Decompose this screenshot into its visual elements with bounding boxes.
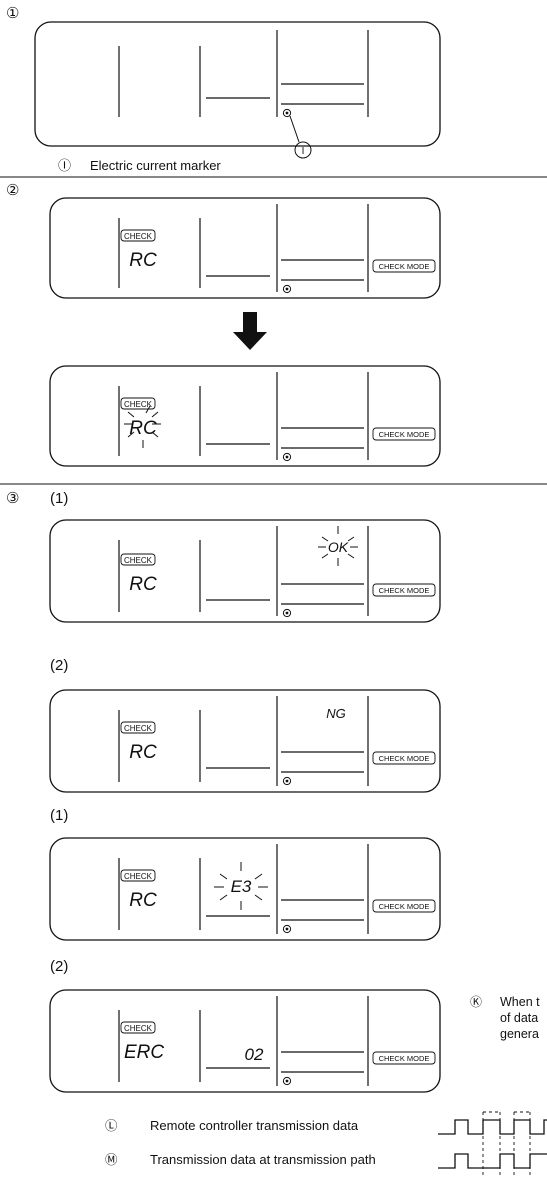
lcd-code-rc: RC bbox=[129, 742, 157, 763]
transition-arrow-icon bbox=[233, 312, 267, 350]
callout-label-electric-current: Electric current marker bbox=[90, 158, 221, 173]
check-mode-badge bbox=[372, 1051, 436, 1065]
svg-text:I: I bbox=[302, 146, 305, 157]
lcd-panel-result-ok: CHECK RC OK CHECK MODE bbox=[49, 519, 441, 623]
lcd-code-rc: RC bbox=[129, 890, 157, 911]
lcd-code-rc: RC bbox=[129, 418, 157, 439]
legend-l-label: Remote controller transmission data bbox=[150, 1118, 359, 1133]
check-mode-badge bbox=[372, 583, 436, 597]
current-marker-icon bbox=[282, 452, 292, 462]
note-k-symbol: Ⓚ bbox=[470, 995, 482, 1009]
note-k-line-1: When t bbox=[500, 995, 540, 1009]
lcd-code-rc: RC bbox=[129, 574, 157, 595]
check-badge bbox=[120, 1021, 156, 1034]
lcd-panel-error-e3: CHECK RC E3 CHECK MODE bbox=[49, 837, 441, 941]
waveform-guides bbox=[482, 1111, 531, 1176]
check-badge bbox=[120, 553, 156, 566]
step-label-1b: (1) bbox=[50, 807, 68, 824]
svg-text:CHECK: CHECK bbox=[124, 556, 153, 565]
lcd-error-e3: E3 bbox=[231, 877, 252, 896]
check-badge bbox=[120, 721, 156, 734]
svg-text:CHECK MODE: CHECK MODE bbox=[379, 430, 430, 439]
svg-text:CHECK: CHECK bbox=[124, 232, 153, 241]
check-mode-badge bbox=[372, 751, 436, 765]
check-badge bbox=[120, 397, 156, 410]
step-label-2: (2) bbox=[50, 657, 68, 674]
svg-text:CHECK: CHECK bbox=[124, 872, 153, 881]
legend-m-symbol: Ⓜ bbox=[105, 1153, 118, 1167]
legend-m-label: Transmission data at transmission path bbox=[150, 1152, 376, 1167]
current-marker-callout: I bbox=[289, 115, 312, 159]
lcd-panel-result-ng: CHECK RC NG CHECK MODE bbox=[49, 689, 441, 793]
check-badge bbox=[120, 869, 156, 882]
current-marker-icon bbox=[282, 924, 292, 934]
svg-text:CHECK MODE: CHECK MODE bbox=[379, 262, 430, 271]
lcd-panel-check-rc: CHECK RC CHECK MODE bbox=[49, 197, 441, 299]
lcd-panel-blank bbox=[34, 21, 441, 147]
section-1-marker: ① bbox=[6, 5, 19, 22]
check-mode-badge bbox=[372, 259, 436, 273]
current-marker-icon bbox=[282, 1076, 292, 1086]
svg-text:CHECK MODE: CHECK MODE bbox=[379, 902, 430, 911]
current-marker-icon bbox=[282, 776, 292, 786]
blink-rays-icon bbox=[214, 862, 268, 910]
lcd-panel-check-rc-blinking: CHECK RC CHECK MODE bbox=[49, 365, 441, 467]
waveform-remote-transmission bbox=[438, 1119, 547, 1135]
check-badge bbox=[120, 229, 156, 242]
blink-rays-icon bbox=[124, 405, 161, 448]
svg-text:CHECK: CHECK bbox=[124, 400, 153, 409]
check-mode-badge bbox=[372, 427, 436, 441]
svg-text:CHECK MODE: CHECK MODE bbox=[379, 754, 430, 763]
note-k-line-2: of data bbox=[500, 1011, 538, 1025]
svg-text:CHECK MODE: CHECK MODE bbox=[379, 586, 430, 595]
lcd-error-count: 02 bbox=[245, 1045, 264, 1064]
blink-rays-icon bbox=[318, 526, 358, 566]
section-3-marker: ③ bbox=[6, 490, 19, 507]
check-mode-badge bbox=[372, 899, 436, 913]
note-k-line-3: genera bbox=[500, 1027, 539, 1041]
step-label-2b: (2) bbox=[50, 958, 68, 975]
note-k: Ⓚ When t of data genera bbox=[470, 995, 540, 1041]
current-marker-icon bbox=[282, 108, 292, 118]
lcd-result-ng: NG bbox=[326, 706, 346, 721]
lcd-result-ok: OK bbox=[328, 539, 349, 555]
callout-symbol-i: Ⓘ bbox=[58, 158, 71, 173]
step-label-1: (1) bbox=[50, 490, 68, 507]
section-2-marker: ② bbox=[6, 182, 19, 199]
legend-l-symbol: Ⓛ bbox=[105, 1119, 118, 1133]
svg-text:CHECK: CHECK bbox=[124, 724, 153, 733]
lcd-code-erc: ERC bbox=[124, 1042, 164, 1063]
current-marker-icon bbox=[282, 608, 292, 618]
svg-text:CHECK: CHECK bbox=[124, 1024, 153, 1033]
current-marker-icon bbox=[282, 284, 292, 294]
lcd-code-rc: RC bbox=[129, 250, 157, 271]
waveform-transmission-path bbox=[438, 1153, 547, 1169]
lcd-panel-error-count: CHECK ERC 02 CHECK MODE bbox=[49, 989, 441, 1093]
svg-text:CHECK MODE: CHECK MODE bbox=[379, 1054, 430, 1063]
